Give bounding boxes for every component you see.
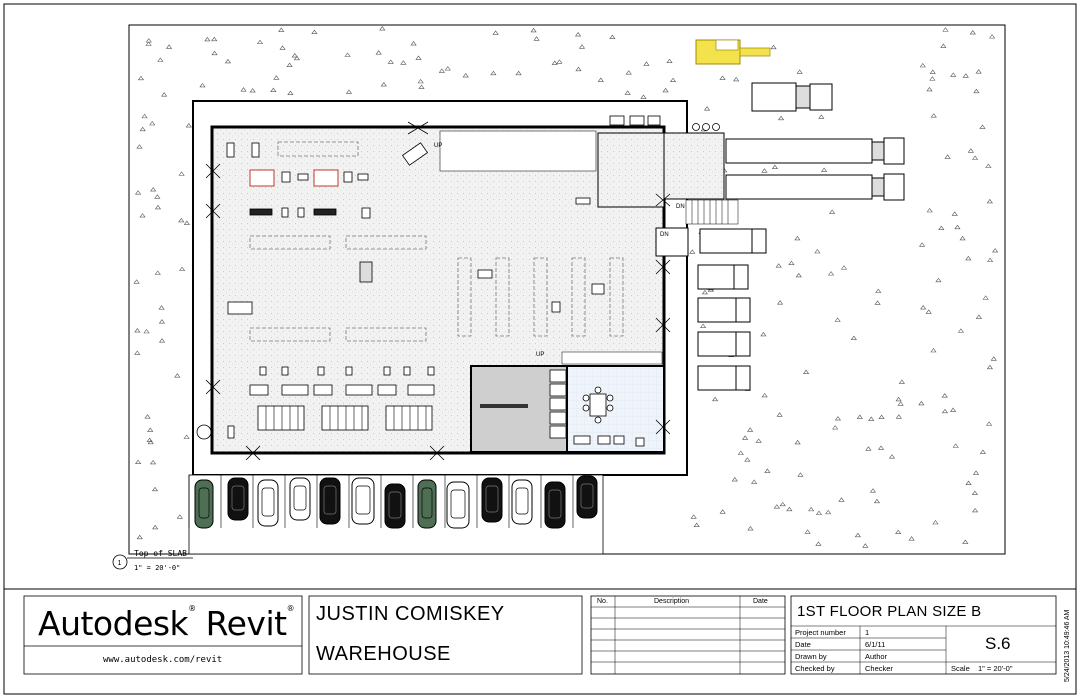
utility-circles	[692, 123, 720, 131]
view-number-bubble	[112, 554, 128, 570]
drawn-by-label: Drawn by	[795, 652, 827, 661]
workstation-row	[249, 366, 435, 431]
truck-trailer-upper	[725, 137, 905, 165]
rooftop-units	[609, 115, 661, 126]
loading-dock-platform	[663, 132, 725, 200]
workstation-dividers	[265, 406, 427, 430]
forklift-yellow	[695, 39, 771, 65]
print-timestamp: 5/24/2013 10:49:46 AM	[1064, 609, 1071, 682]
office-desks	[573, 435, 645, 447]
pallet-racks	[249, 141, 624, 342]
sheet-border	[3, 3, 1077, 695]
project-number-label: Project number	[795, 628, 846, 637]
sheet-info-box	[790, 595, 1057, 675]
storage-bin-top	[439, 130, 597, 172]
revision-grid	[591, 596, 785, 674]
project-box	[308, 595, 583, 675]
parking-stall-lines	[188, 475, 574, 528]
logo-box	[23, 595, 303, 675]
dock-stairs	[685, 199, 739, 225]
sheet-number: S.6	[985, 634, 1011, 653]
scale-label: Scale	[951, 664, 970, 673]
view-scale: 1" = 20'-0"	[134, 564, 180, 572]
view-title: Top of SLAB	[134, 549, 187, 558]
project-number-value: 1	[865, 628, 870, 637]
vans-right	[697, 228, 767, 391]
project-name-line2: WAREHOUSE	[316, 643, 451, 665]
label-up-2: UP	[536, 352, 544, 358]
scale-value: 1" = 20'-0"	[978, 664, 1013, 673]
conference-table	[582, 386, 614, 424]
date-value: 6/1/11	[865, 640, 886, 649]
equipment-symbols	[226, 142, 605, 439]
logo-brand: Autodesk	[38, 604, 189, 643]
checked-by-value: Checker	[865, 664, 893, 673]
view-number: 1	[118, 560, 122, 567]
logo-url[interactable]: www.autodesk.com/revit	[103, 655, 223, 665]
autodesk-revit-logo: Autodesk® Revit®	[38, 604, 295, 643]
rev-col-date: Date	[753, 598, 768, 605]
label-dn-1: DN	[676, 204, 685, 210]
sheet-info-grid	[791, 625, 1056, 674]
logo-product: Revit	[205, 604, 287, 643]
label-dn-2: DN	[660, 232, 669, 238]
office-stairs	[561, 351, 663, 365]
door-swings	[196, 121, 671, 461]
rev-col-description: Description	[654, 598, 690, 605]
parked-cars	[194, 475, 598, 529]
dn-door-frame	[655, 227, 689, 257]
locker-benches	[480, 404, 528, 408]
label-up-1: UP	[434, 143, 442, 149]
revision-box	[590, 595, 786, 675]
truck-trailer-lower	[725, 173, 905, 201]
restroom-stalls	[549, 369, 567, 439]
project-name-line1: JUSTIN COMISKEY	[316, 603, 505, 625]
loading-room	[597, 132, 665, 208]
work-tables	[249, 169, 339, 187]
semi-tractor	[751, 82, 833, 112]
date-label: Date	[795, 640, 811, 649]
checked-by-label: Checked by	[795, 664, 835, 673]
drawn-by-value: Author	[865, 652, 888, 661]
sheet-title: 1ST FLOOR PLAN SIZE B	[797, 603, 982, 620]
rev-col-no: No.	[597, 598, 608, 605]
gravel-hatch	[133, 25, 999, 548]
